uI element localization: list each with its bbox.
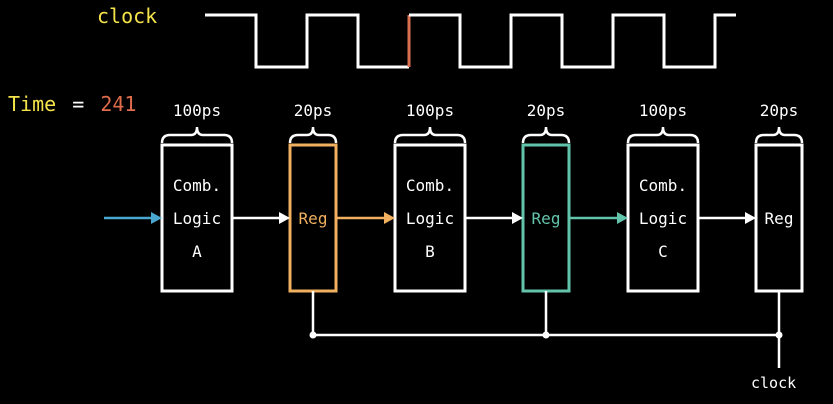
comb-logic-label: Logic [173,209,221,228]
stage-delay-label: 20ps [294,101,333,120]
comb-logic-label: Comb. [406,176,454,195]
arrow-right-icon [617,212,628,224]
stage-delay-label: 100ps [173,101,221,120]
arrow-right-icon [384,212,395,224]
arrow-right-icon [512,212,523,224]
comb-logic-label: Logic [639,209,687,228]
curly-brace-icon [626,126,700,144]
stage-delay-label: 100ps [639,101,687,120]
comb-logic-label: Comb. [639,176,687,195]
curly-brace-icon [754,126,804,144]
time-label: Time [8,92,56,116]
register-label: Reg [299,209,328,228]
register-label: Reg [532,209,561,228]
clock-bus [309,291,783,368]
comb-logic-label: B [425,242,435,261]
comb-logic-label: A [192,242,202,261]
comb-logic-label: C [658,242,668,261]
stage-delay-label: 20ps [527,101,566,120]
clock-waveform-icon [205,13,736,69]
stage-arrows [104,212,756,224]
comb-logic-label: Comb. [173,176,221,195]
arrow-right-icon [279,212,290,224]
arrow-right-icon [151,212,162,224]
curly-brace-icon [521,126,571,144]
register-label: Reg [765,209,794,228]
clock-wave-segment [409,13,736,69]
time-readout: Time = 241 [8,92,136,116]
time-value: 241 [100,92,136,116]
stage-delay-label: 20ps [760,101,799,120]
clock-wave-segment [205,13,409,69]
comb-logic-label: Logic [406,209,454,228]
bottom-clock-label: clock [751,374,796,392]
curly-brace-icon [160,126,234,144]
arrow-right-icon [745,212,756,224]
curly-brace-icon [393,126,467,144]
curly-brace-icon [288,126,338,144]
stage-delay-label: 100ps [406,101,454,120]
time-equals: = [72,92,84,116]
clock-label: clock [97,4,157,28]
